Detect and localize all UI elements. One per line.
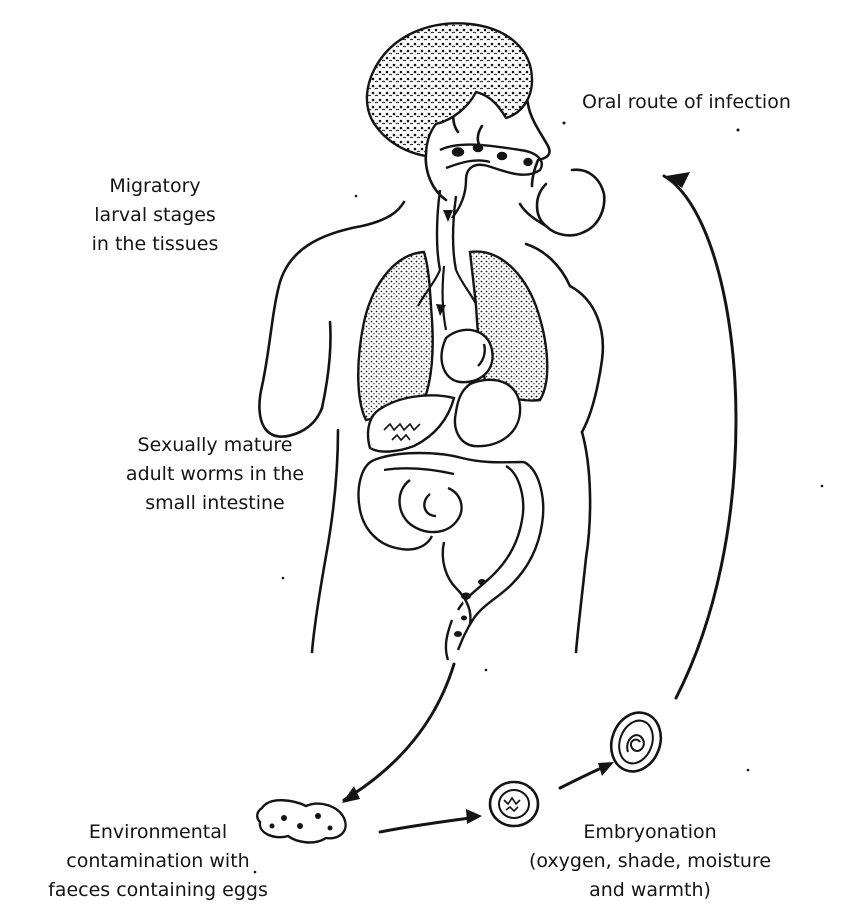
label-oral-route-text: Oral route of infection <box>582 88 791 117</box>
arrow-larva-to-mouth <box>664 176 736 698</box>
label-line: adult worms in the <box>100 460 330 489</box>
label-oral-route: Oral route of infection <box>582 88 791 117</box>
arrow-environment-to-embryonation <box>380 818 470 832</box>
label-migratory-larval-stages: Migratory larval stages in the tissues <box>55 172 255 259</box>
arrowhead-2 <box>466 809 482 824</box>
arrow-embryonation-to-larva <box>560 766 606 788</box>
label-line: Migratory <box>55 172 255 201</box>
trachea <box>437 190 456 270</box>
label-line: Environmental <box>28 818 288 847</box>
label-line: larval stages <box>55 201 255 230</box>
label-line: Embryonation <box>488 818 812 847</box>
label-line: (oxygen, shade, moisture <box>488 847 812 876</box>
label-embryonation: Embryonation (oxygen, shade, moisture an… <box>488 818 812 905</box>
label-sexually-mature-worms: Sexually mature adult worms in the small… <box>100 431 330 518</box>
arrowhead-1 <box>342 786 360 803</box>
label-environmental-contamination: Environmental contamination with faeces … <box>28 818 288 905</box>
hair-shading <box>367 23 532 156</box>
egg-embryonated <box>603 706 669 779</box>
label-line: and warmth) <box>488 876 812 905</box>
arrowhead-3 <box>598 762 614 776</box>
label-line: small intestine <box>100 489 330 518</box>
intestines <box>359 453 544 660</box>
arrow-faeces-to-environment <box>344 664 454 800</box>
label-line: contamination with <box>28 847 288 876</box>
label-line: faeces containing eggs <box>28 876 288 905</box>
label-line: in the tissues <box>55 230 255 259</box>
label-line: Sexually mature <box>100 431 330 460</box>
